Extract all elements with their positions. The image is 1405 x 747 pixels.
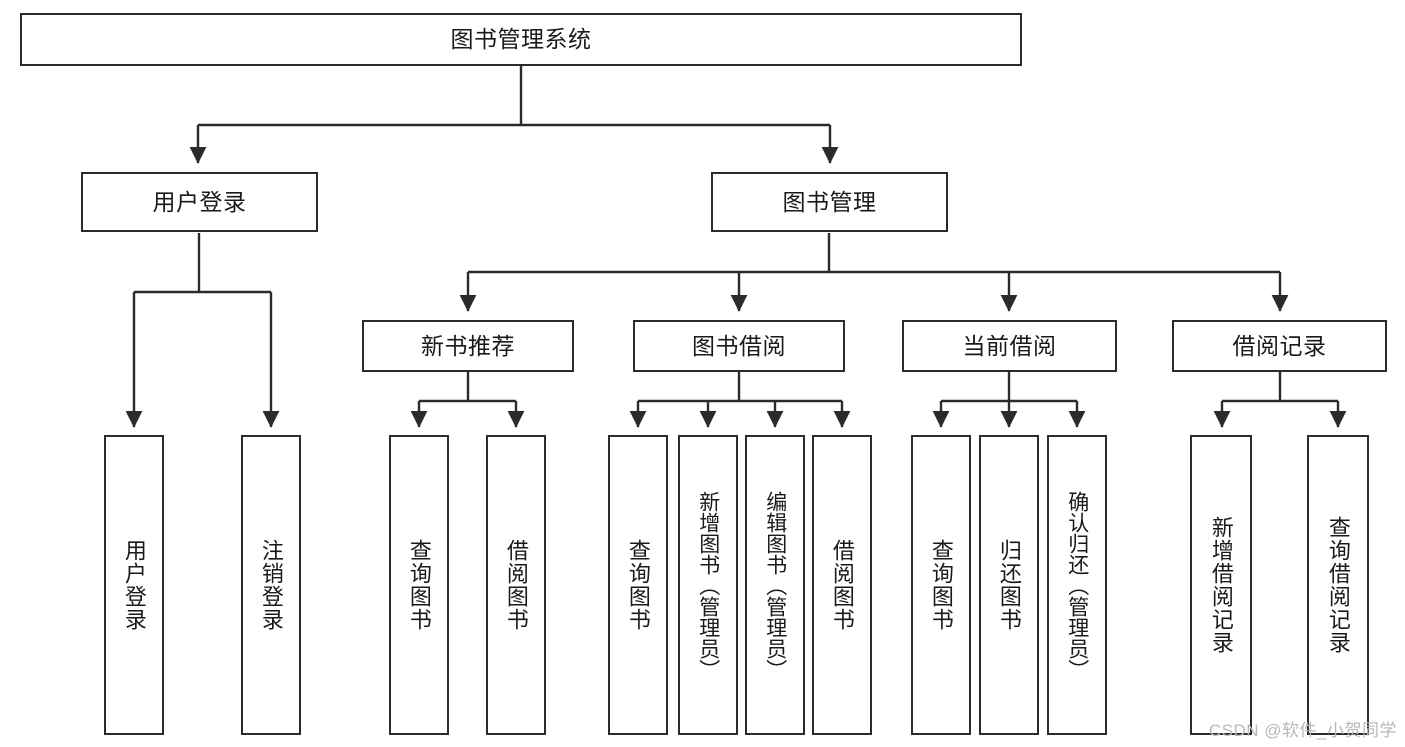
- node-label: 编辑图书（管理员）: [763, 490, 787, 680]
- leaf-borrow-book[interactable]: 借阅图书: [812, 435, 872, 735]
- node-label: 图书管理系统: [450, 26, 592, 53]
- leaf-add-book[interactable]: 新增图书（管理员）: [678, 435, 738, 735]
- leaf-return-book[interactable]: 归还图书: [979, 435, 1039, 735]
- leaf-user-login[interactable]: 用户登录: [104, 435, 164, 735]
- leaf-logout-login[interactable]: 注销登录: [241, 435, 301, 735]
- leaf-query-book-recommend[interactable]: 查询图书: [389, 435, 449, 735]
- node-label: 查询图书: [406, 539, 432, 631]
- node-book-borrow[interactable]: 图书借阅: [633, 320, 845, 372]
- node-label: 用户登录: [121, 539, 147, 631]
- node-label: 查询借阅记录: [1325, 516, 1351, 654]
- node-label: 借阅图书: [503, 539, 529, 631]
- node-label: 借阅记录: [1232, 332, 1327, 359]
- node-label: 借阅图书: [829, 539, 855, 631]
- leaf-query-borrow-record[interactable]: 查询借阅记录: [1307, 435, 1369, 735]
- node-label: 图书借阅: [692, 332, 786, 359]
- node-label: 新增借阅记录: [1208, 516, 1234, 654]
- node-root-system[interactable]: 图书管理系统: [20, 13, 1022, 66]
- node-label: 注销登录: [258, 539, 284, 631]
- node-label: 用户登录: [152, 188, 247, 215]
- node-new-book-recommend[interactable]: 新书推荐: [362, 320, 574, 372]
- node-label: 新书推荐: [421, 332, 515, 359]
- node-label: 当前借阅: [962, 332, 1057, 359]
- node-borrow-record[interactable]: 借阅记录: [1172, 320, 1387, 372]
- node-label: 确认归还（管理员）: [1065, 490, 1089, 680]
- node-current-borrow[interactable]: 当前借阅: [902, 320, 1117, 372]
- leaf-confirm-return[interactable]: 确认归还（管理员）: [1047, 435, 1107, 735]
- node-label: 查询图书: [928, 539, 954, 631]
- node-label: 图书管理: [782, 188, 877, 215]
- csdn-watermark: CSDN @软件_小贺同学: [1208, 721, 1397, 740]
- node-label: 新增图书（管理员）: [696, 490, 720, 680]
- leaf-borrow-book-recommend[interactable]: 借阅图书: [486, 435, 546, 735]
- node-label: 查询图书: [625, 539, 651, 631]
- node-label: 归还图书: [996, 539, 1022, 631]
- leaf-edit-book[interactable]: 编辑图书（管理员）: [745, 435, 805, 735]
- leaf-query-book-current[interactable]: 查询图书: [911, 435, 971, 735]
- node-user-login[interactable]: 用户登录: [81, 172, 318, 232]
- node-book-manage[interactable]: 图书管理: [711, 172, 948, 232]
- leaf-query-book-borrow[interactable]: 查询图书: [608, 435, 668, 735]
- leaf-add-borrow-record[interactable]: 新增借阅记录: [1190, 435, 1252, 735]
